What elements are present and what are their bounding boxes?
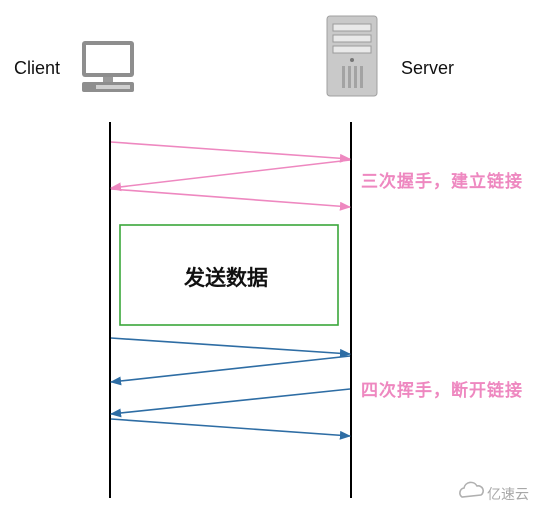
teardown-arrow-fin1 [110, 337, 352, 358]
handshake-arrow-synack [109, 159, 351, 192]
computer-monitor-icon [82, 41, 134, 92]
handshake-label: 三次握手，建立链接 [361, 172, 523, 192]
teardown-arrow-fin2 [109, 388, 351, 418]
teardown-label: 四次挥手，断开链接 [361, 381, 523, 401]
handshake-arrow-ack [110, 188, 352, 211]
teardown-arrow-ack1 [109, 355, 351, 386]
watermark-text: 亿速云 [487, 487, 529, 503]
data-box-label: 发送数据 [184, 266, 268, 290]
server-label: Server [401, 58, 455, 78]
cloud-logo-icon [459, 481, 484, 498]
handshake-arrow-syn [110, 141, 352, 163]
server-tower-icon [326, 15, 378, 97]
data-transfer-box [119, 224, 339, 326]
teardown-arrow-ack2 [110, 418, 352, 440]
client-label: Client [14, 58, 61, 78]
